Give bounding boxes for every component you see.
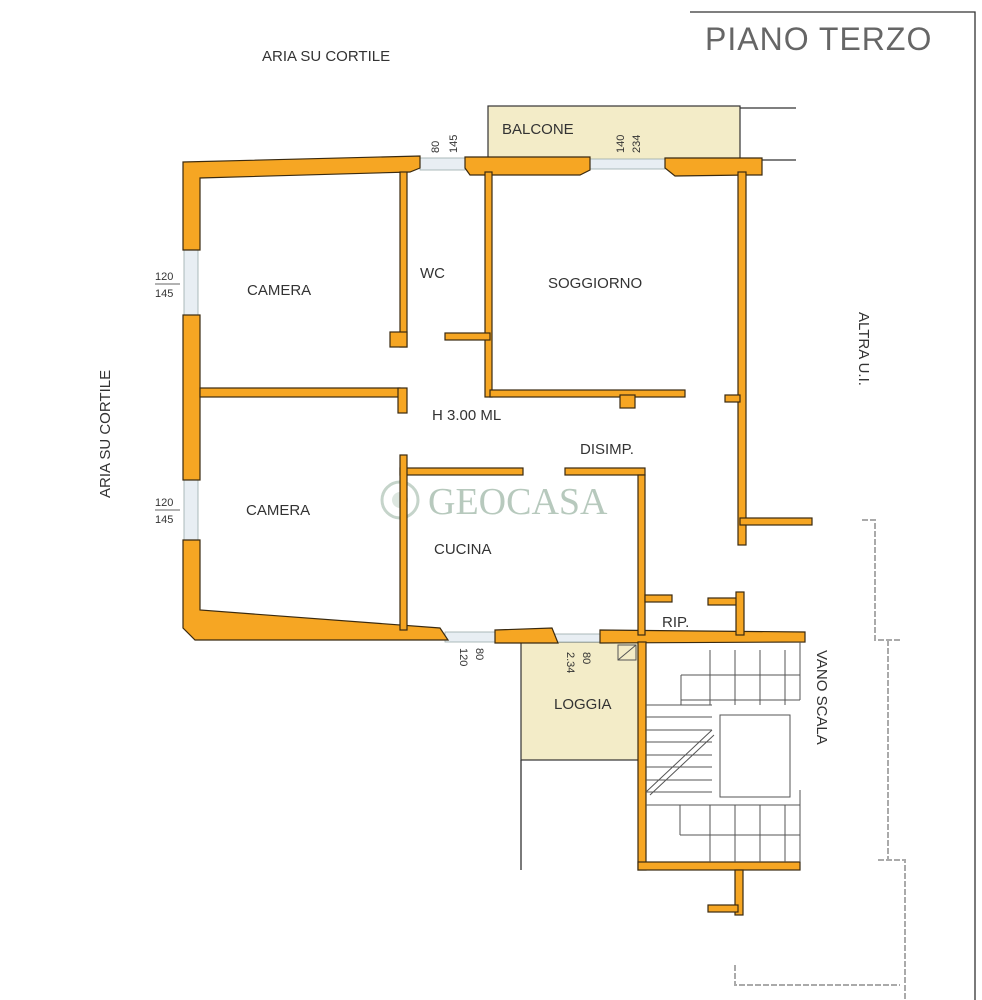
label-camera-top: CAMERA xyxy=(247,282,311,299)
svg-text:80: 80 xyxy=(473,648,485,660)
dimension-balcone-door: 140 234 xyxy=(615,135,643,153)
label-soggiorno: SOGGIORNO xyxy=(548,275,642,292)
dimension-loggia-door: 80 2.34 xyxy=(564,652,592,673)
svg-text:120: 120 xyxy=(457,648,469,666)
svg-text:2.34: 2.34 xyxy=(564,652,576,673)
plan-title: PIANO TERZO xyxy=(705,21,932,57)
label-rip: RIP. xyxy=(662,614,689,631)
svg-text:145: 145 xyxy=(155,288,173,300)
svg-text:120: 120 xyxy=(155,271,173,283)
neighbour-outline xyxy=(734,519,906,1000)
label-stair: VANO SCALA xyxy=(813,650,830,745)
label-left-outside: ARIA SU CORTILE xyxy=(97,370,114,498)
svg-text:145: 145 xyxy=(448,135,460,153)
label-wc: WC xyxy=(420,265,445,282)
dimension-camera-bottom-window: 120 145 xyxy=(155,497,180,526)
svg-text:120: 120 xyxy=(155,497,173,509)
loggia-area xyxy=(520,641,641,761)
balcone-lines xyxy=(740,107,796,161)
label-top-outside: ARIA SU CORTILE xyxy=(262,48,390,65)
svg-text:234: 234 xyxy=(631,135,643,153)
dimension-camera-top-window: 120 145 xyxy=(155,271,180,300)
dimension-cucina-window: 80 120 xyxy=(457,648,485,666)
sheet-frame xyxy=(690,11,976,1000)
balcone-area xyxy=(487,105,741,161)
svg-text:145: 145 xyxy=(155,514,173,526)
svg-text:80: 80 xyxy=(430,141,442,153)
dimension-wc-window: 80 145 xyxy=(430,135,460,153)
label-height: H 3.00 ML xyxy=(432,407,501,424)
label-cucina: CUCINA xyxy=(434,541,492,558)
label-right-outside: ALTRA U.I. xyxy=(855,312,872,386)
watermark-text: GEOCASA xyxy=(428,481,608,523)
walls xyxy=(182,155,813,916)
svg-text:140: 140 xyxy=(615,135,627,153)
label-loggia: LOGGIA xyxy=(554,696,612,713)
windows xyxy=(183,157,666,643)
label-disimp: DISIMP. xyxy=(580,441,634,458)
label-balcone: BALCONE xyxy=(502,121,574,138)
svg-text:80: 80 xyxy=(580,652,592,664)
staircase xyxy=(617,642,801,862)
label-camera-bottom: CAMERA xyxy=(246,502,310,519)
